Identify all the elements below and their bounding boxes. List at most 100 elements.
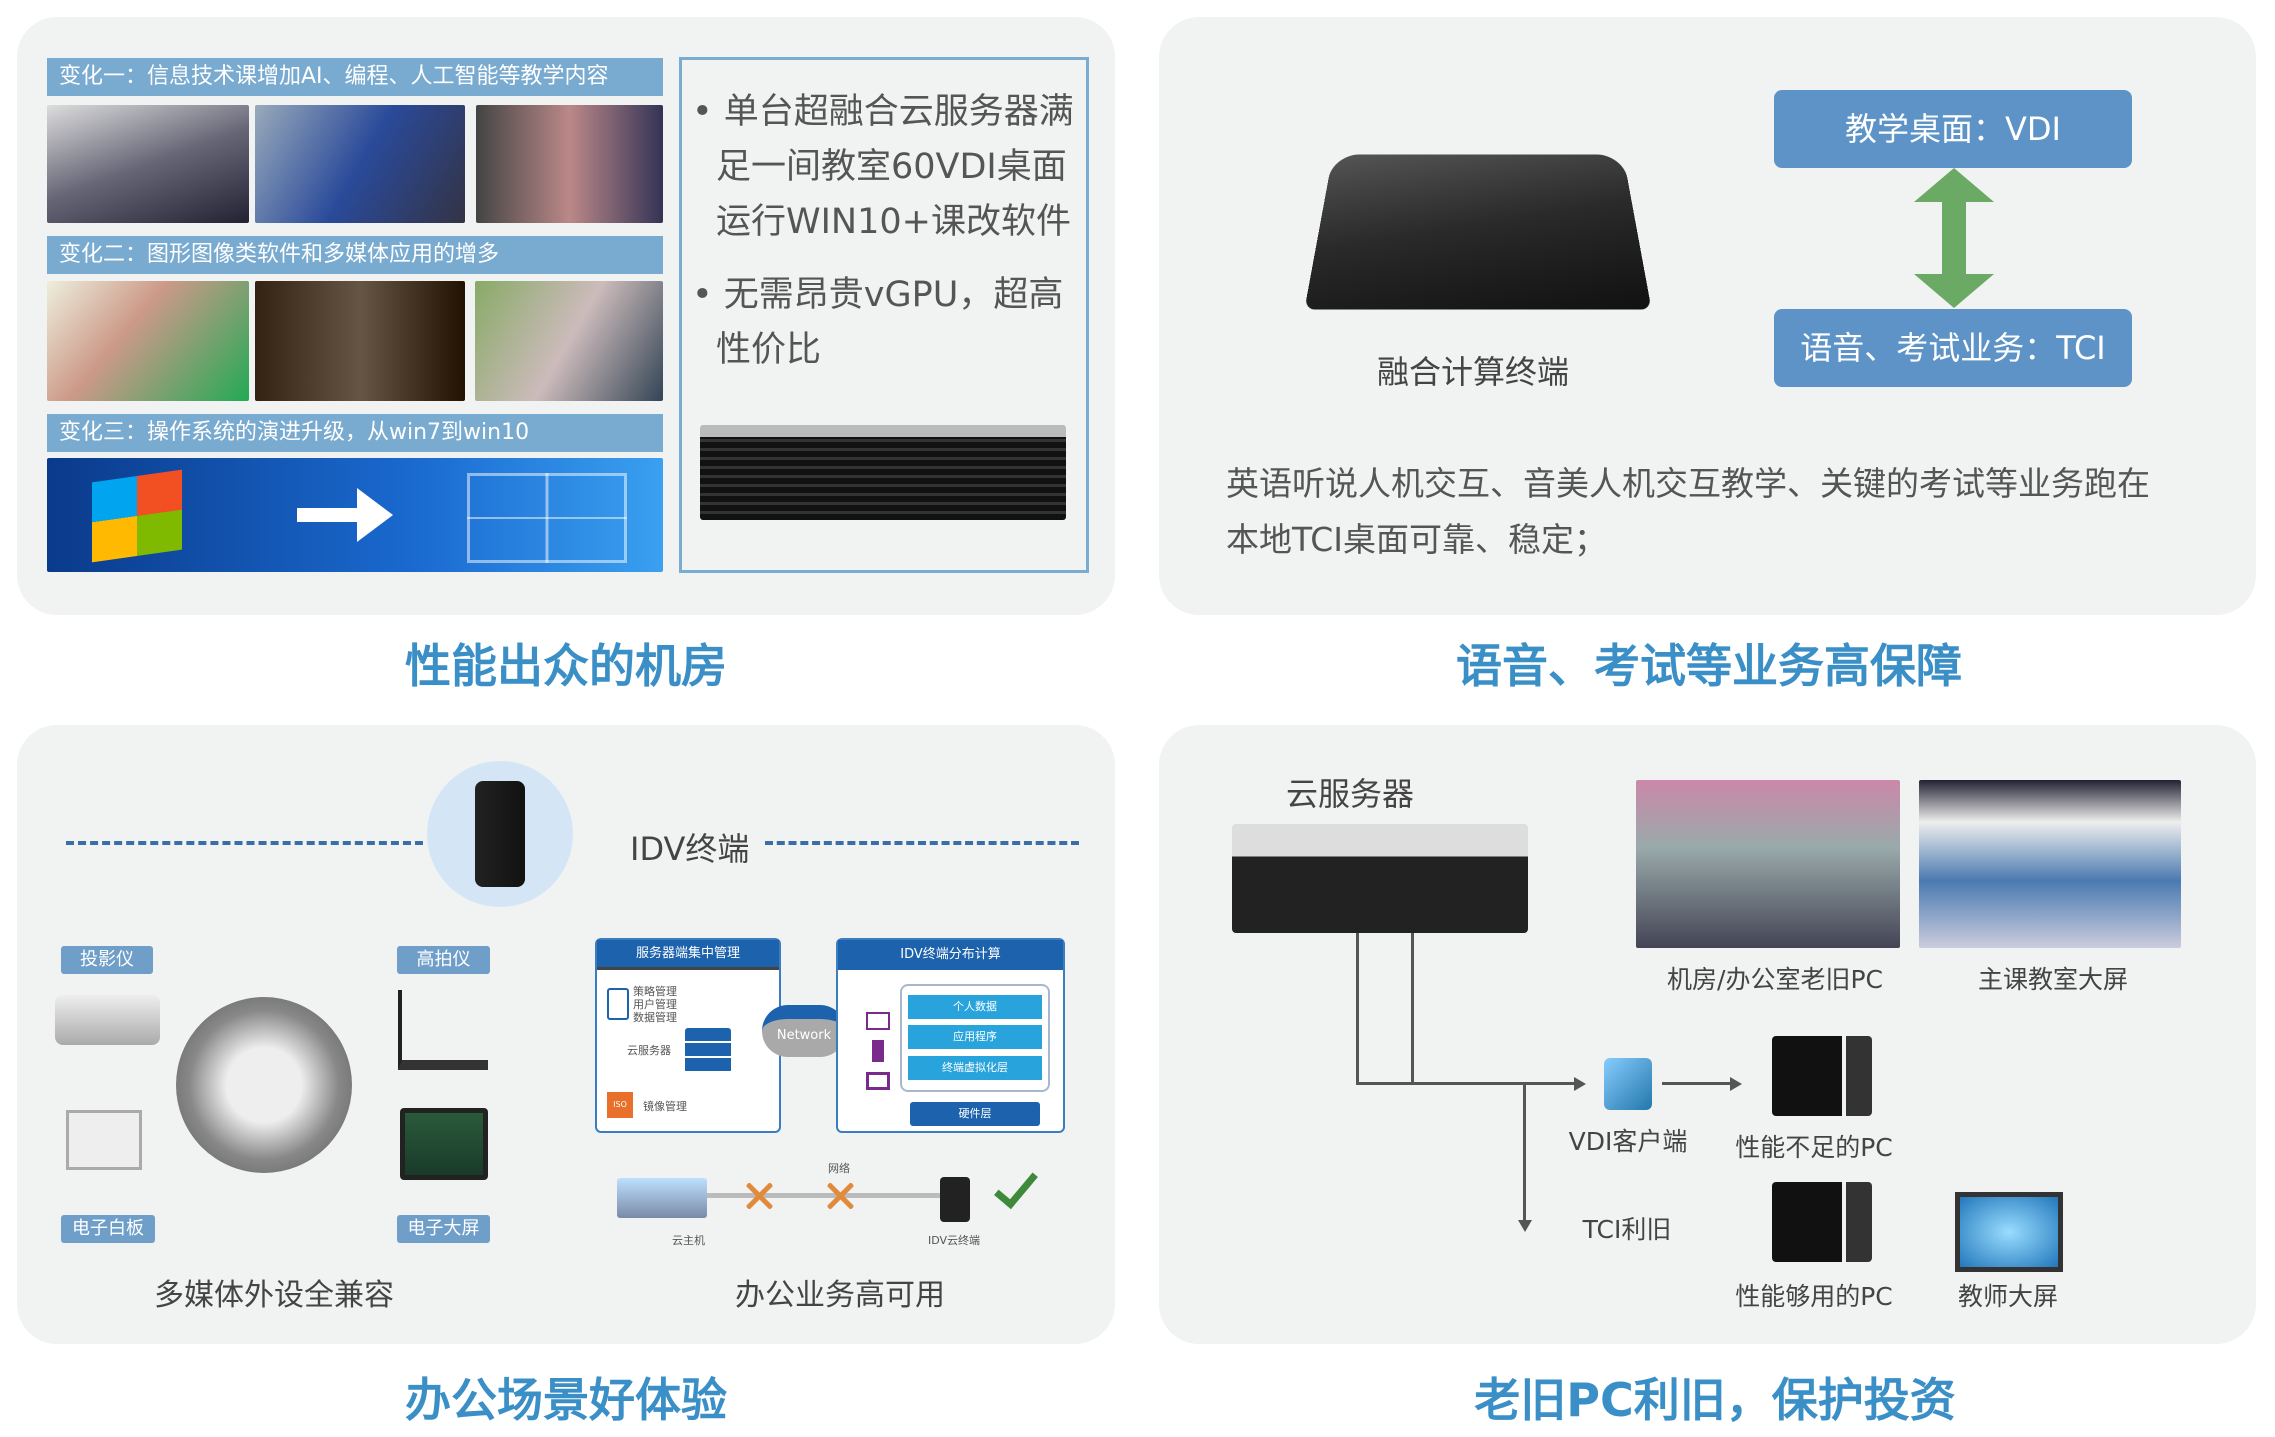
label-classroom-screen: 主课教室大屏 (1978, 960, 2128, 996)
bullet-line: 性价比 (692, 323, 1074, 378)
voice-exam-description: 英语听说人机交互、音美人机交互教学、关键的考试等业务跑在 本地TCI桌面可靠、稳… (1226, 456, 2150, 568)
layer-applications: 应用程序 (908, 1025, 1042, 1049)
title-voice-exam: 语音、考试等业务高保障 (1456, 630, 1962, 696)
title-legacy-pc: 老旧PC利旧，保护投资 (1474, 1364, 1955, 1430)
photo-classroom-screen (475, 281, 663, 401)
description-line: 本地TCI桌面可靠、稳定； (1226, 512, 2150, 568)
cross-icon (744, 1181, 774, 1211)
server-stack-icon (685, 1028, 731, 1073)
tower-icon (872, 1040, 884, 1062)
idv-compute-header: IDV终端分布计算 (838, 940, 1063, 970)
photo-computer-lab (1636, 780, 1900, 948)
dashed-line-left (66, 841, 423, 845)
cross-icon (825, 1181, 855, 1211)
teacher-screen-label: 教师大屏 (1958, 1277, 2058, 1313)
banner-change-1: 变化一：信息技术课增加AI、编程、人工智能等教学内容 (47, 58, 663, 96)
double-arrow-icon (1914, 168, 1994, 308)
bullet-line: 足一间教室60VDI桌面 (692, 140, 1074, 195)
caption-office-ha: 办公业务高可用 (735, 1270, 945, 1314)
network-line (707, 1193, 940, 1198)
idv-cloud-terminal-image (940, 1177, 970, 1222)
laptop-icon (866, 1012, 890, 1030)
smart-screen-image (400, 1108, 488, 1180)
tag-projector: 投影仪 (61, 946, 153, 974)
vdi-box: 教学桌面：VDI (1774, 90, 2132, 168)
cloud-server-label: 云服务器 (627, 1042, 671, 1058)
arrow-head-icon (1574, 1077, 1586, 1091)
server-management-box: 服务器端集中管理 策略管理 用户管理 数据管理 云服务器 ISO 镜像管理 (595, 938, 781, 1133)
weak-pc-label: 性能不足的PC (1735, 1128, 1893, 1164)
rack-server-image (700, 425, 1066, 520)
tci-box: 语音、考试业务：TCI (1774, 309, 2132, 387)
banner-change-3: 变化三：操作系统的演进升级，从win7到win10 (47, 414, 663, 452)
mgmt-item: 数据管理 (633, 1011, 677, 1024)
mgmt-item: 用户管理 (633, 998, 677, 1011)
title-office: 办公场景好体验 (405, 1364, 727, 1430)
image-management-label: 镜像管理 (643, 1098, 687, 1114)
description-line: 英语听说人机交互、音美人机交互教学、关键的考试等业务跑在 (1226, 456, 2150, 512)
photo-ai-classroom (47, 105, 249, 223)
weak-pc-icon (1772, 1036, 1872, 1116)
network-label: 网络 (828, 1160, 850, 1176)
connector-line (1411, 933, 1414, 1085)
idv-compute-box: IDV终端分布计算 个人数据 应用程序 终端虚拟化层 硬件层 (836, 938, 1065, 1133)
arrow-right-icon (297, 500, 397, 530)
idv-terminal-circle (427, 761, 573, 907)
banner-change-2: 变化二：图形图像类软件和多媒体应用的增多 (47, 236, 663, 274)
bullet-line: 单台超融合云服务器满 (724, 92, 1074, 132)
compute-terminal-image (1304, 154, 1651, 309)
layer-personal-data: 个人数据 (908, 995, 1042, 1019)
arrow-head-icon (1518, 1220, 1532, 1232)
cloud-host-label: 云主机 (672, 1232, 705, 1248)
bullet-line: 运行WIN10+课改软件 (692, 195, 1074, 250)
document-camera-image (398, 990, 488, 1070)
cloud-server-label: 云服务器 (1286, 769, 1414, 815)
tag-smart-screen: 电子大屏 (397, 1215, 490, 1243)
vdi-client-label: VDI客户端 (1569, 1122, 1688, 1158)
connector-line (1523, 1082, 1526, 1222)
photo-robotics-demo (476, 105, 663, 223)
idv-terminal-label: IDV终端 (630, 824, 749, 870)
photo-kids-laptop (47, 281, 249, 401)
projector-image (55, 995, 160, 1045)
windows-upgrade-image (47, 458, 663, 572)
photo-animation-video (255, 281, 465, 401)
photo-students-coding (255, 105, 465, 223)
network-cloud-icon: Network (762, 1005, 846, 1057)
capable-pc-label: 性能够用的PC (1735, 1277, 1893, 1313)
windows10-logo-icon (467, 473, 627, 563)
layer-virtualization: 终端虚拟化层 (908, 1056, 1042, 1080)
cloud-host-image (617, 1178, 707, 1218)
compute-terminal-label: 融合计算终端 (1377, 347, 1569, 393)
connector-line (1356, 1082, 1576, 1085)
mgmt-item: 策略管理 (633, 985, 677, 998)
label-old-pc: 机房/办公室老旧PC (1667, 960, 1883, 996)
layer-hardware: 硬件层 (910, 1102, 1040, 1126)
bullet-line: 无需昂贵vGPU，超高 (724, 275, 1064, 315)
server-management-header: 服务器端集中管理 (597, 940, 779, 970)
monitor-icon (866, 1072, 890, 1090)
classroom-photo-circle (176, 997, 352, 1173)
dashed-line-right (765, 841, 1079, 845)
photo-main-classroom (1919, 780, 2181, 948)
idv-terminal-image (475, 781, 525, 887)
feature-bullet-1: • 单台超融合云服务器满 足一间教室60VDI桌面 运行WIN10+课改软件 •… (692, 85, 1074, 378)
iso-icon: ISO (607, 1092, 633, 1118)
arrow-head-icon (1730, 1077, 1742, 1091)
connector-line (1662, 1082, 1732, 1085)
clipboard-icon (607, 988, 629, 1020)
vdi-client-icon (1604, 1058, 1652, 1110)
capable-pc-icon (1772, 1182, 1872, 1262)
whiteboard-image (66, 1110, 142, 1170)
management-list: 策略管理 用户管理 数据管理 (633, 985, 677, 1024)
tci-reuse-label: TCI利旧 (1583, 1210, 1672, 1246)
idv-cloud-terminal-label: IDV云终端 (928, 1232, 980, 1248)
tag-whiteboard: 电子白板 (61, 1215, 155, 1243)
cloud-server-image (1232, 824, 1528, 933)
teacher-screen-icon (1955, 1192, 2063, 1272)
tag-document-camera: 高拍仪 (397, 946, 490, 974)
windows7-logo-icon (92, 470, 182, 563)
title-lab-performance: 性能出众的机房 (405, 630, 727, 696)
connector-line (1356, 933, 1359, 1085)
caption-peripherals: 多媒体外设全兼容 (154, 1270, 394, 1314)
